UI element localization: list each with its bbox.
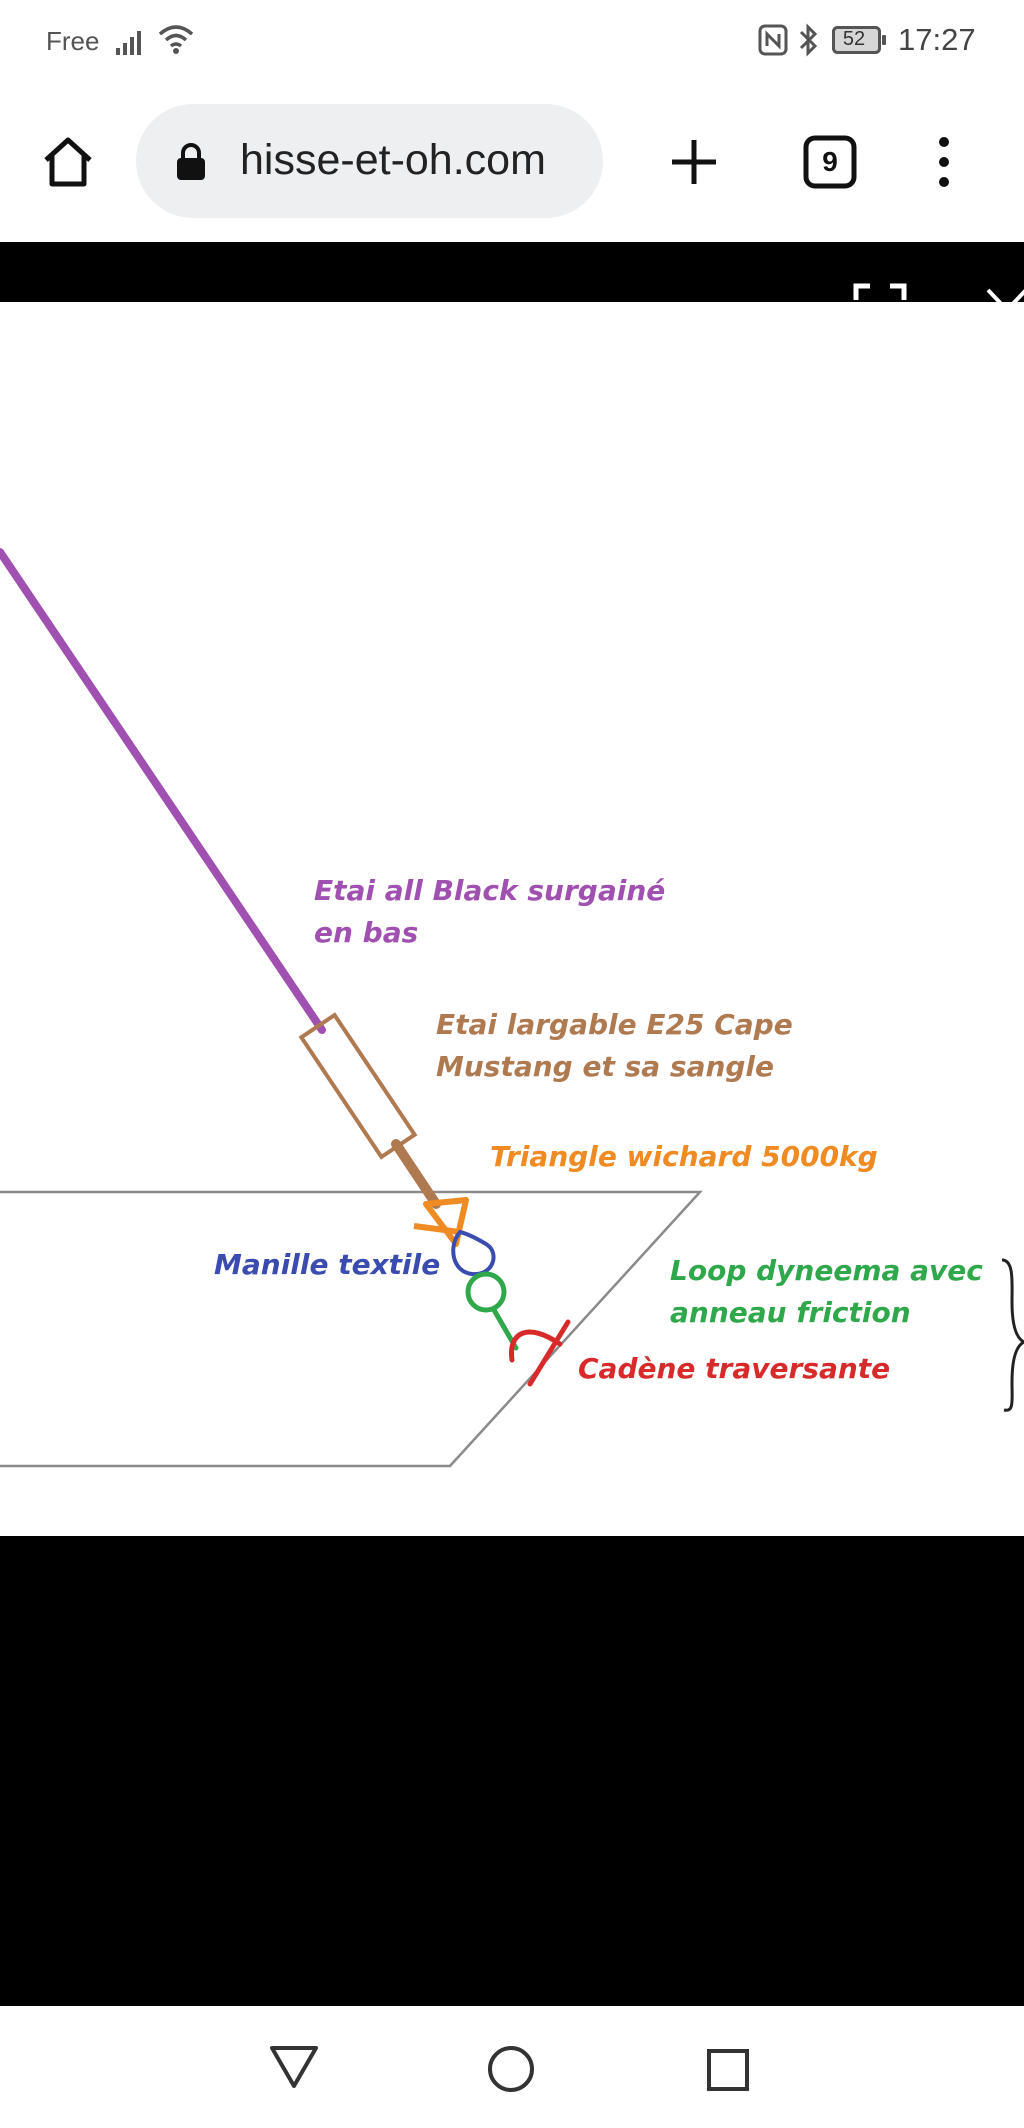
forestay-line [0,548,326,1034]
overflow-menu-button[interactable] [928,132,960,192]
system-nav-bar [0,2006,1024,2128]
release-unit-label-line1: Etai largable E25 Cape [436,1008,793,1041]
release-unit-strap [391,1139,441,1209]
fullscreen-button[interactable] [852,282,908,338]
url-text: hisse-et-oh.com [240,136,546,184]
nfc-icon [758,24,788,56]
tab-switcher-icon [803,135,857,189]
carrier-name: Free [46,26,100,56]
diagram-canvas: Etai all Black surgainé en bas Etai larg… [0,548,1024,1468]
lock-icon [177,143,205,180]
triangle-fitting [413,1197,469,1247]
home-nav-icon[interactable] [486,2044,536,2094]
home-button[interactable] [38,132,98,192]
deck-outline [0,1190,703,1468]
forestay-label-line1: Etai all Black surgainé [314,874,665,907]
release-unit-box [298,1012,418,1160]
browser-toolbar: hisse-et-oh.com 9 [0,82,1024,244]
release-unit-label-line2: Mustang et sa sangle [436,1050,774,1083]
status-bar: Free 52 17:27 [0,0,1024,82]
back-icon[interactable] [268,2044,320,2090]
chainplate [509,1319,571,1387]
signal-strength-icon [116,31,141,55]
new-tab-button[interactable] [666,134,722,190]
wifi-icon [158,25,194,54]
recents-icon[interactable] [706,2048,750,2092]
shackle-label: Manille textile [214,1248,440,1281]
more-vertical-icon [939,137,949,187]
rigging-diagram: Etai all Black surgainé en bas Etai larg… [0,302,1024,1536]
battery-icon [832,26,886,54]
friction-ring [465,1271,507,1313]
tab-switcher-button[interactable]: 9 [800,132,860,192]
loop-label-line2: anneau friction [670,1296,911,1329]
address-bar[interactable]: hisse-et-oh.com [136,104,603,218]
clock: 17:27 [898,22,976,57]
forestay-label-line2: en bas [314,916,418,949]
battery-level: 52 [842,28,866,50]
brace-mark [1001,1258,1024,1412]
chainplate-label: Cadène traversante [578,1352,890,1385]
soft-shackle [451,1229,496,1277]
triangle-label: Triangle wichard 5000kg [490,1140,878,1173]
plus-icon [672,140,716,184]
fullscreen-icon [853,283,907,337]
bluetooth-icon [799,23,818,57]
home-icon [44,137,92,187]
loop-label-line1: Loop dyneema avec [670,1254,983,1287]
tab-count: 9 [822,146,838,177]
